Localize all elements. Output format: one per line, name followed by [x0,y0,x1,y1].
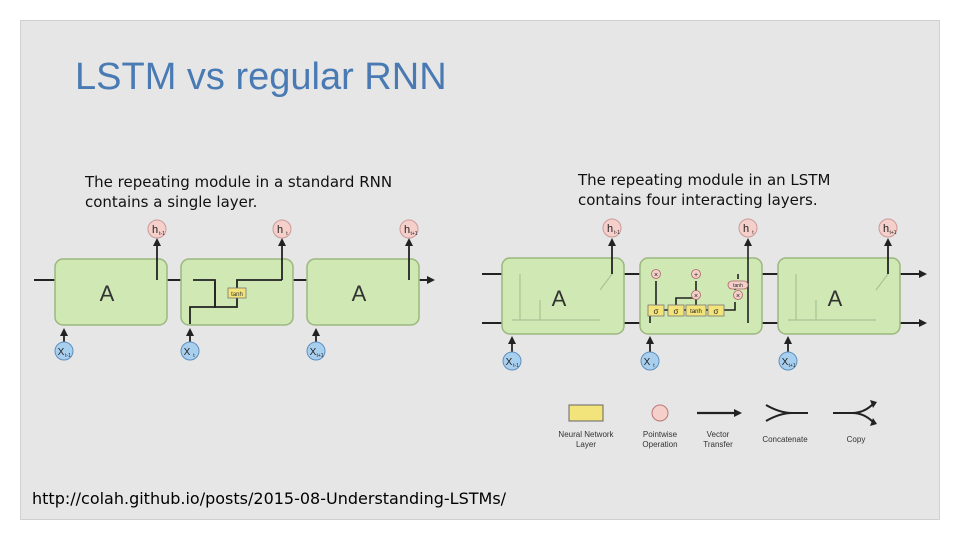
lstm-caption-line2: contains four interacting layers. [578,191,818,209]
rnn-h-left-label: h [152,224,158,236]
lstm-right-ghost-wires [788,273,889,321]
rnn-h-right-label: h [404,224,410,236]
lstm-gate-input: σ [667,304,685,317]
lstm-cell-left [501,257,625,335]
lstm-x-node-right: X t+1 [778,351,798,371]
lstm-h-mid-label: h [743,223,749,235]
rnn-tanh-label: tanh [231,292,243,298]
source-link[interactable]: http://colah.github.io/posts/2015-08-Und… [32,489,507,508]
lstm-op-output-label: × [736,293,740,300]
rnn-x-node-left: X t-1 [54,341,74,361]
lstm-x-left-label: X [506,357,513,368]
lstm-x-mid-label: X [644,357,651,368]
rnn-h-node-right: h t+1 [399,219,419,239]
lstm-h-left-label: h [607,223,613,235]
lstm-op-forget-label: × [654,272,658,279]
lstm-gate-candidate: tanh [685,304,707,317]
legend-concatenate: Concatenate [762,404,808,444]
rnn-x-mid-sub: t [193,353,195,359]
legend: Neural Network Layer Pointwise Operation… [558,400,877,449]
legend-concatenate-icon [765,404,808,422]
lstm-h-node-right: h t+1 [878,218,898,238]
lstm-gate-output: σ [707,304,725,317]
legend-concatenate-label: Concatenate [762,435,808,444]
rnn-tanh-layer [227,287,247,299]
legend-vector-transfer: Vector Transfer [697,409,742,449]
legend-transfer-line1: Vector [707,430,730,439]
rnn-diagram: A A tanh h t-1 h t h t+1 [34,219,435,361]
legend-layer-line2: Layer [576,440,596,449]
rnn-caption: The repeating module in a standard RNN c… [85,172,392,212]
rnn-x-right-label: X [310,347,317,358]
lstm-h-right-sub: t+1 [889,230,896,236]
rnn-x-left-label: X [58,347,65,358]
lstm-op-tanh: tanh [727,280,749,290]
legend-copy-arrowheads [870,400,877,426]
lstm-cell-right-label: A [828,286,843,311]
rnn-h-node-left: h t-1 [147,219,167,239]
legend-copy: Copy [833,400,877,444]
legend-copy-icon [833,403,874,423]
lstm-op-input-multiply: × [691,290,701,300]
lstm-gate-output-label: σ [714,307,719,316]
rnn-merge-wire [193,279,238,308]
lstm-op-add: + [691,269,701,279]
lstm-cell-right [777,257,901,335]
lstm-h-left-sub: t-1 [614,230,620,236]
lstm-gate-candidate-label: tanh [690,309,702,315]
rnn-x-node-right: X t+1 [306,341,326,361]
rnn-output-wire [236,279,282,288]
rnn-h-node-mid: h t [272,219,292,239]
lstm-gate-forget-label: σ [654,307,659,316]
rnn-h-left-sub: t-1 [159,231,165,237]
legend-layer: Neural Network Layer [558,404,615,449]
rnn-x-right-sub: t+1 [316,353,323,359]
slide-title: LSTM vs regular RNN [75,56,447,98]
rnn-cell-left-label: A [100,281,115,306]
rnn-x-left-sub: t-1 [65,353,71,359]
lstm-x-mid-sub: t [653,363,655,369]
lstm-x-right-label: X [782,357,789,368]
lstm-diagram: A A σ σ tanh σ × + [482,218,927,371]
lstm-h-mid-sub: t [752,230,754,236]
legend-pointwise-line1: Pointwise [643,430,678,439]
rnn-x-node-mid: X t [180,341,200,361]
lstm-op-output-multiply: × [733,290,743,300]
rnn-h-mid-sub: t [286,231,288,237]
lstm-caption-line1: The repeating module in an LSTM [578,171,831,189]
lstm-op-input-label: × [694,293,698,300]
lstm-op-tanh-label: tanh [733,283,743,289]
legend-layer-line1: Neural Network [558,430,614,439]
lstm-left-ghost-wires [512,273,613,321]
legend-pointwise-swatch [651,404,669,422]
rnn-cell-left [54,258,168,326]
lstm-gate-forget: σ [647,304,665,317]
lstm-cell-middle [639,257,763,335]
rnn-h-mid-label: h [277,224,283,236]
lstm-cell-left-label: A [552,286,567,311]
lstm-h-node-left: h t-1 [602,218,622,238]
lstm-x-left-sub: t-1 [513,363,519,369]
legend-pointwise-line2: Operation [642,440,677,449]
legend-transfer-line2: Transfer [703,440,733,449]
lstm-op-add-label: + [694,272,698,279]
lstm-op-forget-multiply: × [651,269,661,279]
legend-pointwise: Pointwise Operation [642,404,678,449]
lstm-x-right-sub: t+1 [788,363,795,369]
legend-copy-label: Copy [847,435,866,444]
lstm-caption: The repeating module in an LSTM contains… [578,170,830,210]
lstm-h-right-label: h [883,223,889,235]
rnn-h-right-sub: t+1 [410,231,417,237]
rnn-cell-right [306,258,420,326]
rnn-x-mid-label: X [184,347,191,358]
lstm-x-node-mid: X t [640,351,660,371]
lstm-x-node-left: X t-1 [502,351,522,371]
rnn-caption-line1: The repeating module in a standard RNN [85,173,393,191]
lstm-h-node-mid: h t [738,218,758,238]
rnn-caption-line2: contains a single layer. [85,193,258,211]
legend-layer-swatch [568,404,604,422]
rnn-cell-right-label: A [352,281,367,306]
lstm-gate-input-label: σ [674,307,679,316]
